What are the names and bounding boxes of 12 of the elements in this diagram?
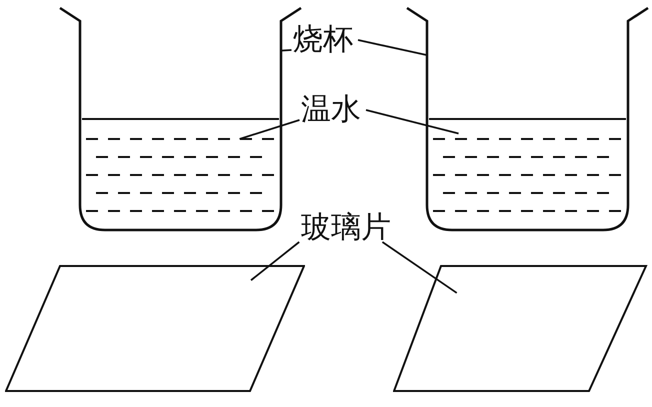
label-text: 玻璃片	[294, 208, 398, 248]
beaker-drawing	[405, 5, 650, 233]
glass-plate-drawing	[393, 265, 648, 392]
leader-line	[358, 39, 428, 56]
leader-line	[239, 119, 300, 140]
leader-line	[366, 109, 459, 134]
leader-line	[382, 241, 458, 294]
label-text: 烧杯	[288, 20, 358, 60]
leader-line	[250, 241, 300, 281]
glass-plate-drawing	[5, 265, 305, 392]
label-text: 温水	[296, 90, 366, 130]
leader-line	[280, 49, 292, 52]
